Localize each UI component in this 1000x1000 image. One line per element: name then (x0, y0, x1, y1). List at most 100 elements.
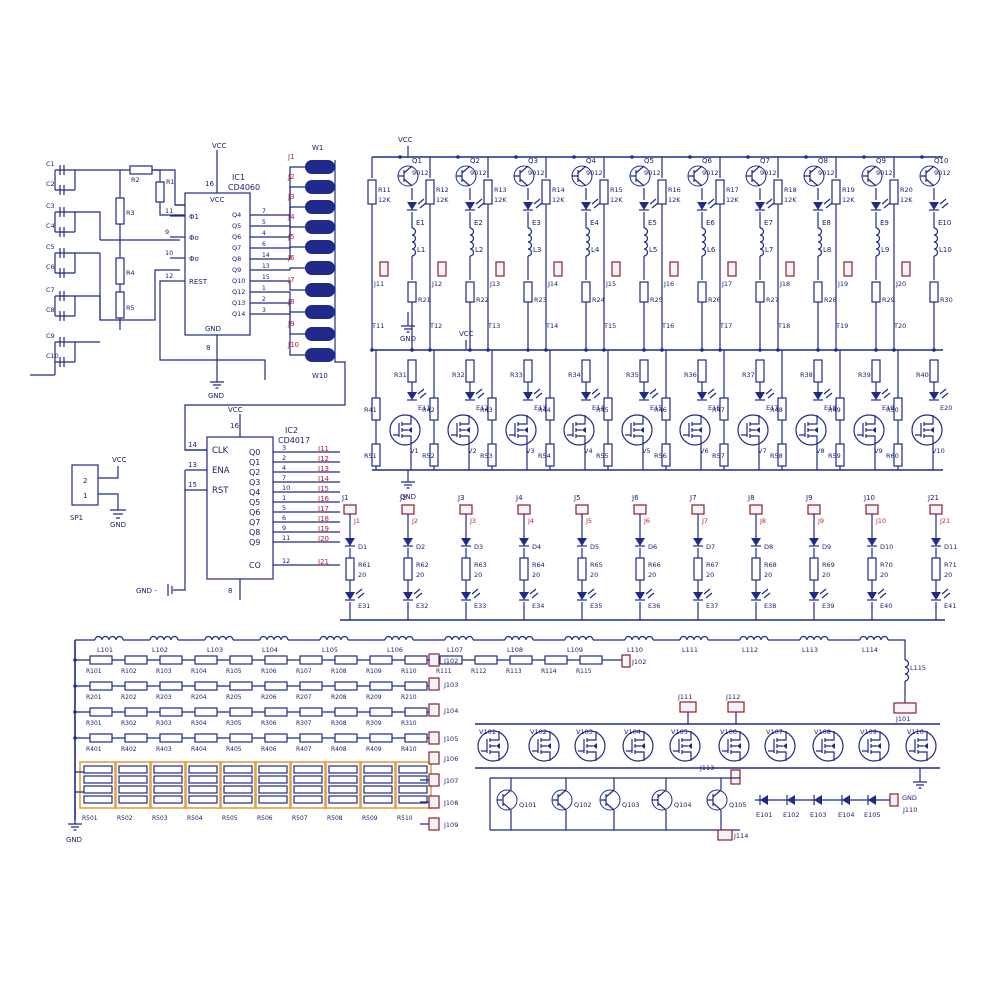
ic1-cd4060: IC1 CD4060 16 VCC 8 GND GND VCC 11Φ19Φo1… (159, 142, 275, 400)
bjt-label: Q101 (519, 801, 537, 809)
resistor-r69 (809, 557, 819, 581)
ic1-gnd-inside: GND (205, 325, 221, 333)
bottom-gnd-label: GND (66, 836, 82, 844)
ic2-out-net: J14 (317, 475, 330, 483)
stage-r-label: R12 (436, 186, 449, 194)
d-col-net-label: J10 (863, 494, 875, 502)
jumper-j106 (428, 751, 440, 765)
ic1-part: CD4060 (228, 183, 260, 192)
led-rays (529, 588, 539, 599)
d-col-rv-label: 20 (358, 571, 366, 579)
sp1-ref: SP1 (70, 514, 83, 522)
resistor-network-cell (83, 775, 113, 784)
junction-dot (602, 348, 606, 352)
r1-r2-wires (152, 169, 185, 216)
junction-dot (468, 348, 472, 352)
led-e37 (693, 592, 703, 600)
resistor-row-label: R113 (506, 668, 522, 675)
resistor-row-label: R307 (296, 720, 312, 727)
stage-lower-wires (897, 350, 934, 470)
w-route (275, 280, 305, 291)
mosfet-label: V110 (907, 728, 924, 736)
d-col-pad (401, 504, 415, 515)
led-rays (417, 198, 427, 209)
cap-label-c6: C6 (46, 263, 55, 271)
inductor-l110 (624, 635, 654, 641)
stage-l-label: L5 (649, 246, 657, 254)
led-e39 (809, 592, 819, 600)
stage-rv-label: 12K (378, 196, 391, 204)
resistor-row-label: R114 (541, 668, 557, 675)
resistor-r24 (581, 281, 591, 303)
diode-d8 (751, 538, 761, 546)
ic2-out-net: J18 (317, 515, 329, 523)
stage-ei-label: E13 (534, 404, 546, 412)
w-net-j4: J4 (287, 213, 295, 221)
stage-t-label: T12 (429, 322, 442, 330)
d-col-r-label: R68 (764, 561, 777, 569)
stage-ru-label: R33 (510, 371, 523, 379)
stage-q-label: Q8 (818, 157, 828, 165)
resistor-r32 (465, 359, 475, 383)
ic1-right-pin-name: Q8 (232, 255, 241, 263)
resistor-r66 (635, 557, 645, 581)
led-e8 (813, 202, 823, 210)
ic1-right-pin-num: 14 (262, 252, 270, 259)
right-jumper-label: J102 (443, 657, 458, 665)
resistor-r28 (813, 281, 823, 303)
resistor-row-label: R203 (156, 694, 172, 701)
resistor-r3 (115, 197, 125, 225)
inductor-l105 (319, 635, 349, 641)
resistor-network-cell (153, 785, 183, 794)
inductor-label: L112 (742, 646, 758, 654)
d-col-d-label: D4 (532, 543, 541, 551)
ic1-right-pin-name: Q7 (232, 244, 241, 252)
d-col-net-label: J7 (689, 494, 697, 502)
r4-label: R4 (126, 269, 135, 277)
ic2-out-name: Q5 (249, 498, 260, 507)
led-rays (591, 198, 601, 209)
ic2-left-pin-name: CLK (212, 446, 229, 456)
stage-rb-label: R21 (418, 296, 431, 304)
diode-d10 (867, 538, 877, 546)
d-col-net-label: J2 (399, 494, 407, 502)
ic2-out-name: Q0 (249, 448, 260, 457)
d-col-net-label: J21 (927, 494, 939, 502)
w-net-j3: J3 (287, 193, 295, 201)
ic1-right-pin-name: Q12 (232, 288, 245, 296)
diode-d1 (345, 538, 355, 546)
stage-rg-label: R43 (480, 406, 493, 414)
stage-v-label: V1 (410, 447, 419, 455)
diode-d7 (693, 538, 703, 546)
resistor-r67 (693, 557, 703, 581)
led-e40 (867, 592, 877, 600)
ic2-out-net: J21 (317, 558, 329, 566)
d-col-net-red: J8 (759, 517, 766, 525)
d-col-net-label: J5 (573, 494, 581, 502)
stage-qtype-label: 9012 (760, 169, 777, 177)
led-e10 (929, 202, 939, 210)
d-col-e-label: E38 (764, 602, 776, 610)
stage-qtype-label: 9012 (702, 169, 719, 177)
inductor-label: L111 (682, 646, 698, 654)
w-route (275, 226, 305, 249)
stage-ei-label: E18 (824, 404, 836, 412)
resistor-r308 (334, 707, 358, 717)
resistor-network-frame (114, 761, 152, 809)
stage-v-label: V8 (816, 447, 825, 455)
ic1-gnd-label: GND (208, 392, 224, 400)
resistor-r63 (461, 557, 471, 581)
junction-dot (834, 348, 838, 352)
resistor-network-cell (328, 785, 358, 794)
resistor-row-label: R104 (191, 668, 207, 675)
resistor-r301 (89, 707, 113, 717)
r3-label: R3 (126, 209, 135, 217)
cap-label-c9: C9 (46, 332, 55, 340)
ic2-out-name: Q7 (249, 518, 260, 527)
diode-d5 (577, 538, 587, 546)
stage-rv-label: 12K (552, 196, 565, 204)
stage-e-label: E3 (532, 219, 541, 227)
